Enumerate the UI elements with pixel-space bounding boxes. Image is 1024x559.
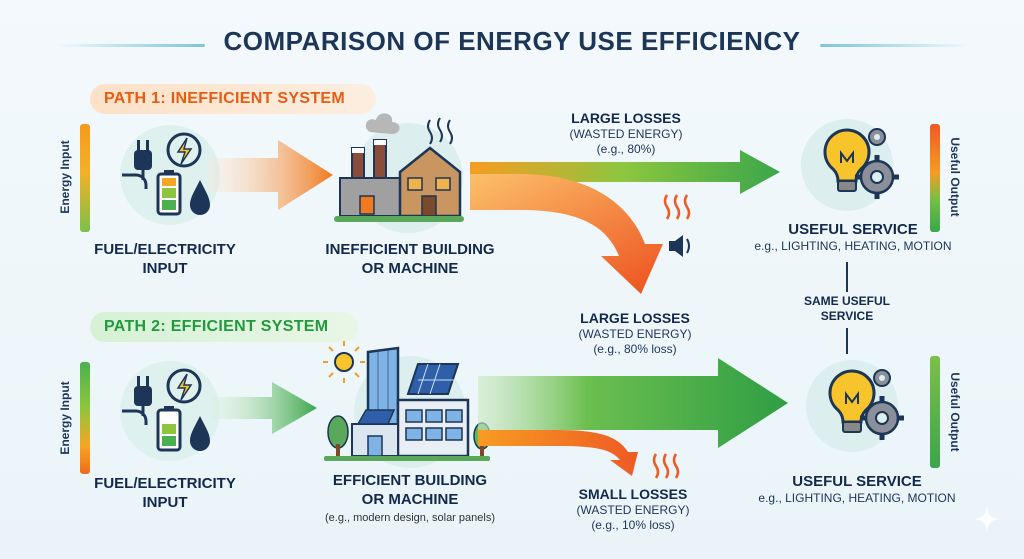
efficient-arrows — [478, 358, 788, 476]
useful-service-caption-1: USEFUL SERVICE e.g., LIGHTING, HEATING, … — [754, 221, 952, 253]
oil-drop-icon — [190, 416, 210, 451]
energy-input-label-2: Energy Input — [58, 381, 72, 455]
useful-service-icon-2 — [806, 360, 904, 452]
connector-line-top — [846, 262, 848, 292]
lightning-bolt-icon — [166, 368, 202, 404]
oil-drop-icon — [190, 180, 210, 215]
office-building-icon — [351, 346, 470, 458]
useful-arrow-1 — [470, 150, 780, 194]
efficient-building-caption: EFFICIENT BUILDING OR MACHINE (e.g., mod… — [325, 472, 495, 524]
loss-arrow-2 — [478, 430, 638, 476]
useful-service-caption-2: USEFUL SERVICE e.g., LIGHTING, HEATING, … — [758, 473, 956, 505]
path2-label: PATH 2: EFFICIENT SYSTEM — [90, 312, 358, 342]
useful-output-meter-1 — [930, 124, 940, 232]
useful-output-meter-2 — [930, 356, 940, 468]
energy-input-meter-1 — [80, 124, 90, 232]
house-icon — [398, 146, 462, 218]
efficient-building-icon — [323, 341, 491, 468]
large-loss-arrows — [470, 150, 780, 294]
page-title: COMPARISON OF ENERGY USE EFFICIENCY — [223, 26, 801, 56]
large-loss-label-top: LARGE LOSSES (WASTED ENERGY) (e.g., 80%) — [569, 110, 683, 156]
loss-indicators-1 — [663, 194, 691, 257]
heat-waves-icon — [427, 117, 453, 145]
useful-output-label-2: Useful Output — [948, 372, 962, 452]
heat-waves-icon — [652, 453, 680, 479]
large-loss-label-bottom: LARGE LOSSES (WASTED ENERGY) (e.g., 80% … — [578, 310, 692, 356]
plug-icon — [122, 376, 152, 425]
gear-icon — [868, 128, 886, 146]
lightning-bolt-icon — [166, 132, 202, 168]
useful-service-icon-1 — [801, 119, 899, 211]
lightbulb-icon — [823, 128, 871, 192]
sparkle-icon — [974, 506, 1000, 532]
heat-waves-icon — [663, 194, 691, 220]
battery-icon — [156, 170, 182, 216]
factory-icon — [339, 113, 401, 217]
solar-panel-icon — [356, 363, 460, 425]
useful-output-label-1: Useful Output — [948, 137, 962, 217]
energy-input-meter-2 — [80, 362, 90, 474]
gear-icon — [873, 369, 891, 387]
input-arrow-2 — [212, 382, 317, 434]
gear-icon — [855, 155, 899, 199]
sun-icon — [323, 341, 365, 383]
small-loss-label: SMALL LOSSES (WASTED ENERGY) (e.g., 10% … — [576, 486, 690, 532]
speaker-icon — [669, 235, 690, 257]
energy-input-label-1: Energy Input — [58, 140, 72, 214]
lightbulb-icon — [828, 369, 876, 433]
fuel-input-icon-group-1 — [120, 125, 220, 225]
plug-icon — [122, 140, 152, 189]
battery-icon — [156, 406, 182, 452]
title-rule-right — [820, 44, 970, 47]
useful-arrow-2 — [478, 358, 788, 448]
heat-waves-icon-2 — [652, 453, 680, 479]
title-rule-left — [55, 44, 205, 47]
gear-icon — [860, 396, 904, 440]
fuel-input-icon-group-2 — [120, 361, 220, 461]
connector-line-bottom — [846, 328, 848, 354]
path1-label: PATH 1: INEFFICIENT SYSTEM — [90, 84, 376, 114]
input-arrow-1 — [208, 140, 333, 210]
loss-arrow-1 — [470, 174, 663, 294]
inefficient-building-icon — [334, 113, 464, 233]
